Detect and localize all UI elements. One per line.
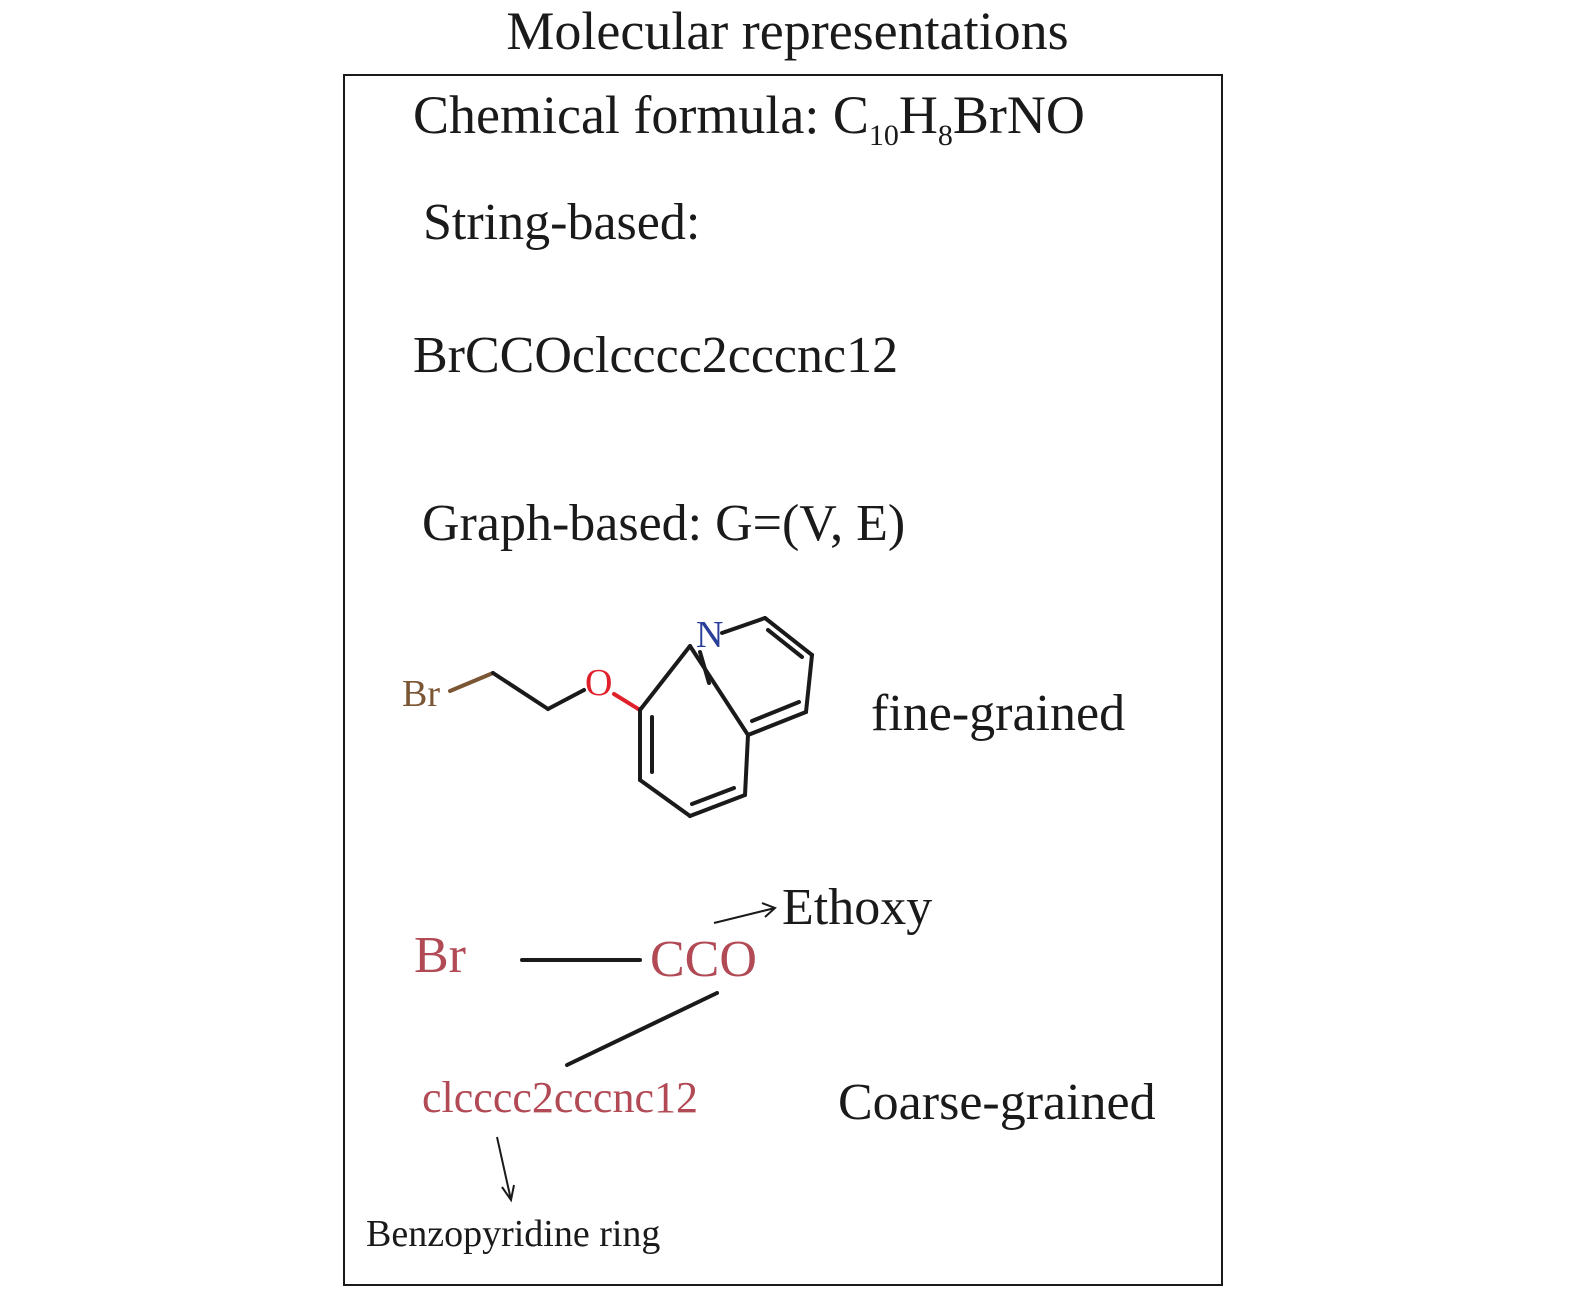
bond-c3-c4 xyxy=(804,653,814,714)
smiles-string: BrCCOclcccc2cccnc12 xyxy=(413,327,899,384)
benzopyridine-annotation: Benzopyridine ring xyxy=(366,1213,661,1255)
edge-cco-ring xyxy=(565,991,719,1067)
coarse-node-br: Br xyxy=(414,927,466,984)
ethoxy-annotation: Ethoxy xyxy=(782,879,933,936)
bond-o-c8 xyxy=(612,692,642,712)
bond-c4-c4a xyxy=(746,710,808,737)
bond-n-c2 xyxy=(720,616,767,635)
chemical-formula: Chemical formula: C10H8BrNO xyxy=(413,85,1085,151)
figure-title: Molecular representations xyxy=(506,1,1069,61)
atom-n: N xyxy=(696,614,723,656)
string-based-heading: String-based: xyxy=(423,194,701,251)
bond-c2-o xyxy=(546,688,586,711)
double-bond-c2-c3 xyxy=(766,628,804,659)
arrow-ethoxy-shaft xyxy=(713,907,776,924)
atom-br: Br xyxy=(402,673,440,715)
arrow-benzo-head xyxy=(501,1184,515,1203)
double-bond-c4-c4a xyxy=(750,700,801,723)
graph-based-heading: Graph-based: G=(V, E) xyxy=(422,495,906,552)
bond-c5-c6 xyxy=(688,793,747,818)
double-bond-c5-c6 xyxy=(690,786,736,806)
formula-prefix: Chemical formula: C xyxy=(413,85,869,145)
bond-c1-c2 xyxy=(491,671,550,711)
arrow-ethoxy-head xyxy=(761,902,777,918)
bond-br-c1 xyxy=(448,671,495,693)
formula-subscript-hydrogen: 8 xyxy=(937,119,953,152)
fine-grained-label: fine-grained xyxy=(871,685,1126,742)
bond-c4a-c5 xyxy=(743,733,750,797)
representation-panel xyxy=(343,74,1223,1286)
bond-c8-c8a xyxy=(638,644,692,712)
bond-c6-c7 xyxy=(638,778,692,818)
formula-subscript-carbon: 10 xyxy=(868,119,899,152)
formula-hydrogen: H xyxy=(898,85,938,145)
coarse-node-cco: CCO xyxy=(650,931,757,988)
arrow-benzo-shaft xyxy=(496,1136,512,1201)
bond-c8a-c4a xyxy=(688,644,750,737)
atom-o: O xyxy=(585,662,612,704)
double-bond-n-c8a xyxy=(698,650,711,685)
formula-rest: BrNO xyxy=(952,85,1085,145)
coarse-node-ring: clcccc2cccnc12 xyxy=(422,1073,698,1122)
bond-c2-c3 xyxy=(763,616,814,657)
coarse-grained-label: Coarse-grained xyxy=(838,1074,1156,1131)
